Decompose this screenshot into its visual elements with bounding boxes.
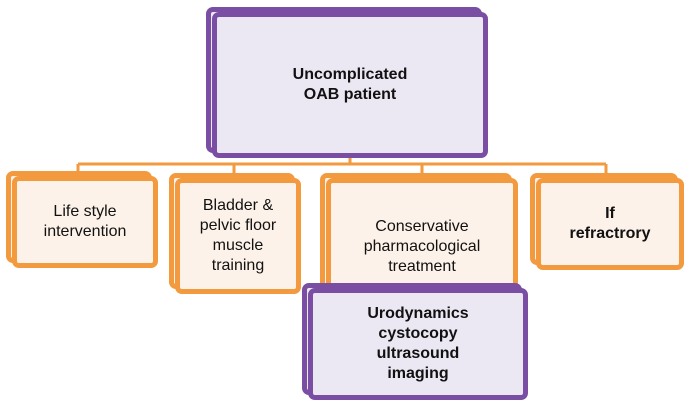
- conservative-node-label: Conservative pharmacological treatment: [363, 218, 481, 275]
- refractory-node: If refractrory: [530, 173, 684, 270]
- bladder-node: Bladder & pelvic floor muscle training: [169, 173, 301, 294]
- bladder-node-label: Bladder & pelvic floor muscle training: [199, 197, 277, 274]
- lifestyle-node-label: Life style intervention: [43, 203, 127, 240]
- refractory-node-label: If refractrory: [569, 205, 651, 242]
- root-node: Uncomplicated OAB patient: [206, 7, 488, 158]
- conservative-node: Conservative pharmacological treatment: [320, 173, 518, 296]
- urodynamics-node: Urodynamics cystocopy ultrasound imaging: [302, 283, 528, 400]
- urodynamics-node-label: Urodynamics cystocopy ultrasound imaging: [367, 305, 469, 382]
- root-node-label: Uncomplicated OAB patient: [292, 66, 408, 103]
- lifestyle-node: Life style intervention: [6, 171, 158, 268]
